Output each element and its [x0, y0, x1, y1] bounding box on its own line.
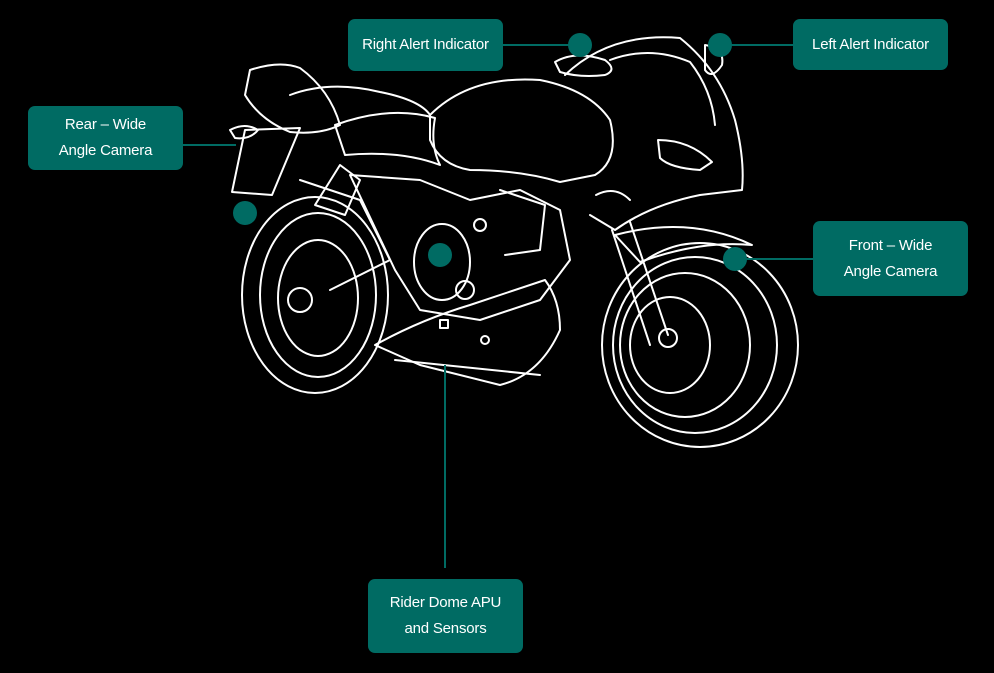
marker-rear-camera[interactable] — [233, 201, 257, 225]
callout-front-wide-angle-camera: Front – Wide Angle Camera — [813, 221, 968, 296]
sensor-markers — [233, 33, 747, 271]
callout-right-alert-indicator: Right Alert Indicator — [348, 19, 503, 71]
front-wheel — [601, 242, 799, 448]
rear-license-plate — [231, 127, 301, 196]
callout-rider-dome-apu: Rider Dome APU and Sensors — [368, 579, 523, 653]
marker-left-alert[interactable] — [708, 33, 732, 57]
marker-front-camera[interactable] — [723, 247, 747, 271]
callout-rear-wide-angle-camera: Rear – Wide Angle Camera — [28, 106, 183, 170]
callout-left-alert-indicator: Left Alert Indicator — [793, 19, 948, 70]
connector-lines — [183, 44, 813, 568]
marker-right-alert[interactable] — [568, 33, 592, 57]
motorcycle-illustration — [229, 36, 799, 448]
rear-wheel — [241, 196, 389, 394]
marker-rider-dome[interactable] — [428, 243, 452, 267]
